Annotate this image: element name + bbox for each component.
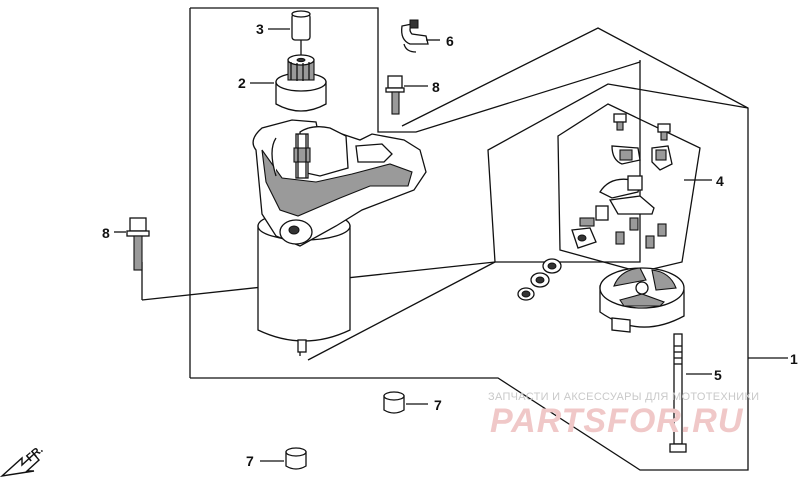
- callout-collar-upper: 7: [434, 397, 442, 413]
- watermark: ЗАПЧАСТИ И АКСЕССУАРЫ ДЛЯ МОТОТЕХНИКИ PA…: [488, 391, 759, 440]
- starter-motor-body: [252, 119, 427, 356]
- brush-kit-box: [557, 103, 701, 273]
- callout-brush-kit: 4: [716, 173, 724, 189]
- watermark-brand: PARTSFOR.RU: [490, 402, 744, 440]
- callout-clip: 6: [446, 33, 454, 49]
- pinion-pin: [291, 10, 311, 56]
- callout-pinion: 2: [238, 75, 246, 91]
- terminal-nuts: [517, 258, 562, 301]
- callout-through-bolt: 5: [714, 367, 722, 383]
- flange-bolt-top: [385, 75, 405, 115]
- flange-bolt-left: [126, 217, 150, 271]
- callout-assembly: 1: [790, 351, 798, 367]
- pinion-gear: [275, 54, 327, 112]
- collar-lower: [285, 447, 307, 470]
- callout-pin: 3: [256, 21, 264, 37]
- callout-bolt-left: 8: [102, 225, 110, 241]
- callout-collar-lower: 7: [246, 453, 254, 469]
- wire-clip: [401, 19, 429, 53]
- collar-upper: [383, 391, 405, 414]
- front-arrow-icon: [0, 452, 40, 478]
- end-cover: [599, 267, 685, 333]
- through-bolt: [669, 333, 687, 453]
- callout-bolt-top: 8: [432, 79, 440, 95]
- watermark-caption: ЗАПЧАСТИ И АКСЕССУАРЫ ДЛЯ МОТОТЕХНИКИ: [488, 391, 759, 403]
- brush-holder-parts: [571, 113, 673, 249]
- front-direction-marker: FR.: [0, 444, 46, 478]
- leader-lines: [114, 28, 788, 462]
